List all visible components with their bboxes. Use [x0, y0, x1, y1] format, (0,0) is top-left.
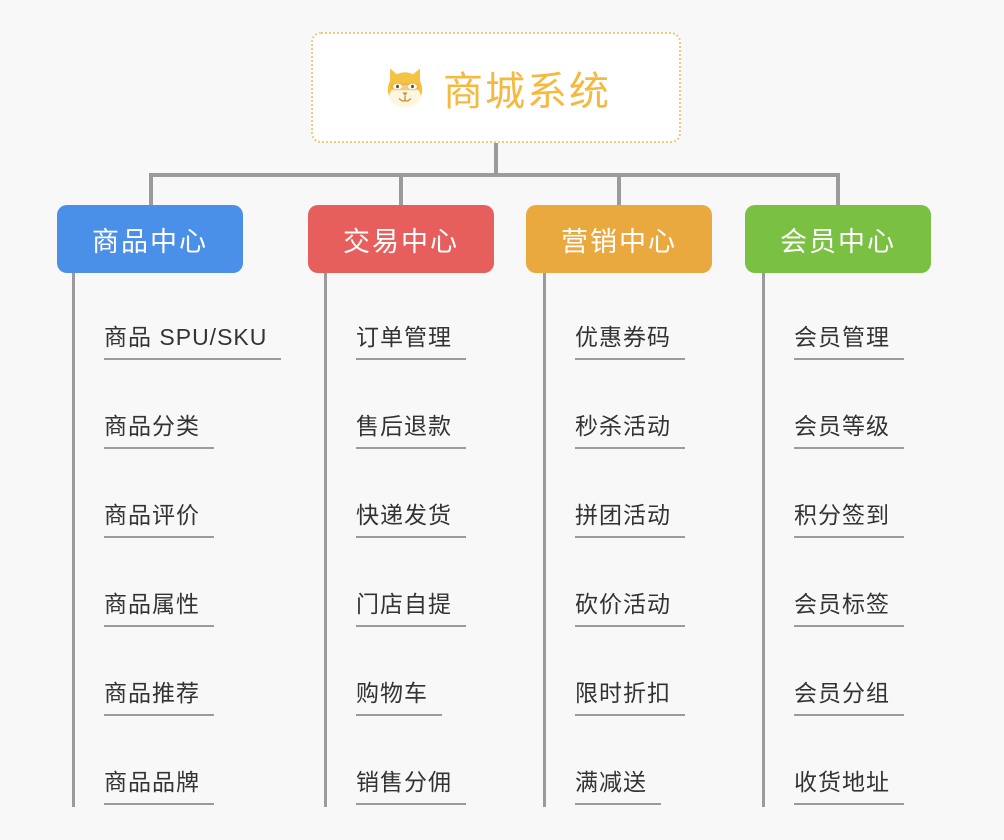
leaf-item-label: 会员管理: [794, 324, 904, 360]
leaf-item[interactable]: 秒杀活动: [543, 362, 685, 451]
leaf-item-label: 满减送: [575, 769, 661, 805]
column-spine: [72, 273, 75, 807]
leaf-item-label: 会员分组: [794, 680, 904, 716]
leaf-item-label: 购物车: [356, 680, 442, 716]
leaf-item[interactable]: 销售分佣: [324, 718, 466, 807]
leaf-item-label: 秒杀活动: [575, 413, 685, 449]
leaf-column-member-center: 会员管理 会员等级 积分签到 会员标签 会员分组 收货地址: [762, 273, 962, 819]
leaf-item[interactable]: 门店自提: [324, 540, 466, 629]
leaf-item[interactable]: 会员等级: [762, 362, 904, 451]
branch-header-member-center[interactable]: 会员中心: [745, 205, 931, 273]
leaf-item[interactable]: 订单管理: [324, 273, 466, 362]
leaf-item[interactable]: 商品评价: [72, 451, 214, 540]
leaf-item-label: 拼团活动: [575, 502, 685, 538]
leaf-item-label: 优惠券码: [575, 324, 685, 360]
leaf-item-label: 会员等级: [794, 413, 904, 449]
leaf-item[interactable]: 优惠券码: [543, 273, 685, 362]
leaf-item[interactable]: 砍价活动: [543, 540, 685, 629]
root-connector-stub: [494, 143, 498, 175]
leaf-item[interactable]: 限时折扣: [543, 629, 685, 718]
branch-header-label: 交易中心: [343, 226, 459, 257]
column-spine: [762, 273, 765, 807]
shiba-inu-icon: [381, 64, 429, 112]
root-title: 商城系统: [443, 69, 611, 114]
leaf-item[interactable]: 快递发货: [324, 451, 466, 540]
leaf-item[interactable]: 购物车: [324, 629, 442, 718]
leaf-item-label: 商品分类: [104, 413, 214, 449]
leaf-item[interactable]: 商品分类: [72, 362, 214, 451]
leaf-item-label: 限时折扣: [575, 680, 685, 716]
leaf-item-label: 会员标签: [794, 591, 904, 627]
root-node[interactable]: 商城系统: [311, 32, 681, 143]
leaf-item-label: 商品属性: [104, 591, 214, 627]
leaf-item-label: 销售分佣: [356, 769, 466, 805]
branch-drop-connector-4: [836, 173, 840, 205]
leaf-item-label: 订单管理: [356, 324, 466, 360]
leaf-item[interactable]: 会员标签: [762, 540, 904, 629]
leaf-item-label: 砍价活动: [575, 591, 685, 627]
leaf-item-label: 快递发货: [356, 502, 466, 538]
leaf-item-label: 售后退款: [356, 413, 466, 449]
branch-header-label: 商品中心: [92, 226, 208, 257]
leaf-item[interactable]: 拼团活动: [543, 451, 685, 540]
leaf-item[interactable]: 商品推荐: [72, 629, 214, 718]
leaf-item[interactable]: 会员管理: [762, 273, 904, 362]
branch-header-label: 会员中心: [780, 226, 896, 257]
leaf-item[interactable]: 收货地址: [762, 718, 904, 807]
leaf-item-label: 积分签到: [794, 502, 904, 538]
leaf-item[interactable]: 积分签到: [762, 451, 904, 540]
branch-header-trade-center[interactable]: 交易中心: [308, 205, 494, 273]
leaf-item[interactable]: 满减送: [543, 718, 661, 807]
branch-header-product-center[interactable]: 商品中心: [57, 205, 243, 273]
branch-drop-connector-3: [617, 173, 621, 205]
horizontal-bus-connector: [149, 173, 839, 177]
leaf-item[interactable]: 会员分组: [762, 629, 904, 718]
leaf-item[interactable]: 商品 SPU/SKU: [72, 273, 282, 362]
leaf-item-label: 商品评价: [104, 502, 214, 538]
leaf-column-trade-center: 订单管理 售后退款 快递发货 门店自提 购物车 销售分佣: [324, 273, 524, 819]
branch-header-marketing-center[interactable]: 营销中心: [526, 205, 712, 273]
branch-drop-connector-1: [149, 173, 153, 205]
leaf-item-label: 商品 SPU/SKU: [104, 324, 282, 360]
leaf-item-label: 门店自提: [356, 591, 466, 627]
leaf-item-label: 商品品牌: [104, 769, 214, 805]
leaf-column-product-center: 商品 SPU/SKU 商品分类 商品评价 商品属性 商品推荐 商品品牌: [72, 273, 312, 819]
branch-header-label: 营销中心: [561, 226, 677, 257]
leaf-item-label: 商品推荐: [104, 680, 214, 716]
branch-drop-connector-2: [399, 173, 403, 205]
leaf-item[interactable]: 商品属性: [72, 540, 214, 629]
leaf-item-label: 收货地址: [794, 769, 904, 805]
leaf-item[interactable]: 商品品牌: [72, 718, 214, 807]
leaf-column-marketing-center: 优惠券码 秒杀活动 拼团活动 砍价活动 限时折扣 满减送: [543, 273, 743, 819]
leaf-item[interactable]: 售后退款: [324, 362, 466, 451]
column-spine: [543, 273, 546, 807]
column-spine: [324, 273, 327, 807]
